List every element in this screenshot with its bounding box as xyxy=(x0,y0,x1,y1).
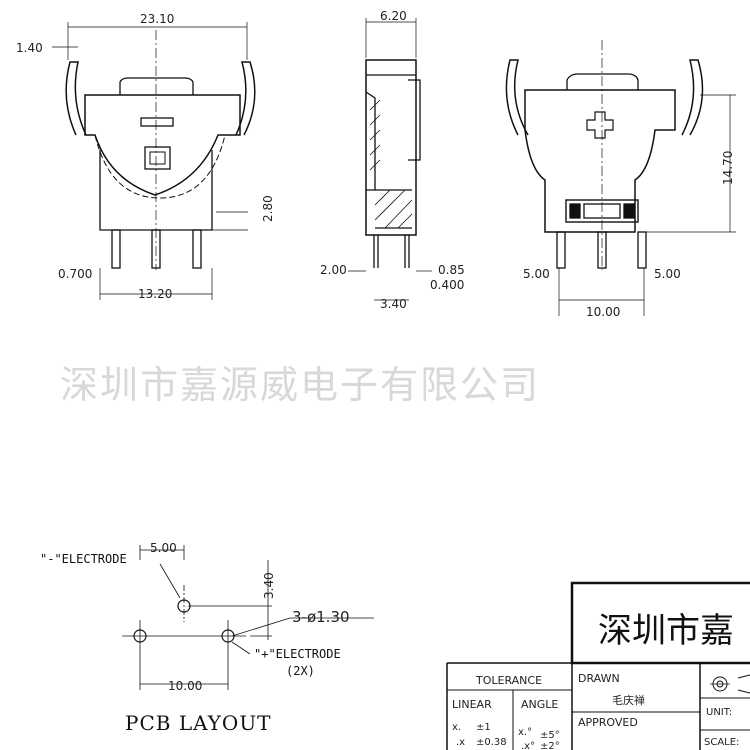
company-watermark: 深圳市嘉源威电子有限公司 xyxy=(60,363,540,407)
side-bottom-dim: 3.40 xyxy=(380,297,407,311)
ang-row-2: .x° xyxy=(521,741,535,750)
linear-label: LINEAR xyxy=(452,698,492,711)
count-note: (2X) xyxy=(286,664,315,678)
hole-callout: 3-ø1.30 xyxy=(292,608,350,626)
drawn-label: DRAWN xyxy=(578,672,620,685)
pos-electrode-label: "+"ELECTRODE xyxy=(254,647,341,661)
lin-row-1-val: ±1 xyxy=(476,722,491,733)
side-view xyxy=(348,18,432,301)
side-pin-thk-dim: 0.400 xyxy=(430,278,464,292)
title-block xyxy=(446,581,750,750)
side-top-dim: 6.20 xyxy=(380,9,407,23)
drawn-name: 毛庆禅 xyxy=(612,693,645,707)
front-pin-drop-dim: 2.80 xyxy=(261,195,275,222)
front-pin-width-dim: 0.700 xyxy=(58,267,92,281)
approved-label: APPROVED xyxy=(578,716,638,729)
pcb-top-dim: 5.00 xyxy=(150,541,177,555)
pcb-layout-drawing xyxy=(122,545,374,690)
tolerance-label: TOLERANCE xyxy=(475,674,542,687)
angle-label: ANGLE xyxy=(521,698,558,711)
scale-label: SCALE: xyxy=(704,737,739,748)
lin-row-2: .x xyxy=(456,737,465,748)
unit-label: UNIT: xyxy=(706,707,732,718)
lin-row-1: x. xyxy=(452,722,461,733)
back-view xyxy=(505,40,736,316)
ang-row-1-val: ±5° xyxy=(540,730,560,741)
front-offset-dim: 1.40 xyxy=(16,41,43,55)
side-left-dim: 2.00 xyxy=(320,263,347,277)
front-view xyxy=(52,22,256,300)
front-pin-span-dim: 13.20 xyxy=(138,287,172,301)
side-right-dim: 0.85 xyxy=(438,263,465,277)
front-width-dim: 23.10 xyxy=(140,12,174,26)
pcb-bottom-dim: 10.00 xyxy=(168,679,202,693)
ang-row-2-val: ±2° xyxy=(540,741,560,750)
lin-row-2-val: ±0.38 xyxy=(476,737,507,748)
pcb-layout-title: PCB LAYOUT xyxy=(125,711,272,735)
back-height-dim: 14.70 xyxy=(721,151,735,185)
company-name: 深圳市嘉 xyxy=(598,611,734,651)
neg-electrode-label: "-"ELECTRODE xyxy=(40,552,127,566)
back-span-dim: 10.00 xyxy=(586,305,620,319)
pcb-vert-dim: 3.40 xyxy=(262,572,276,599)
ang-row-1: x.° xyxy=(518,727,532,738)
back-right-pitch: 5.00 xyxy=(654,267,681,281)
back-left-pitch: 5.00 xyxy=(523,267,550,281)
